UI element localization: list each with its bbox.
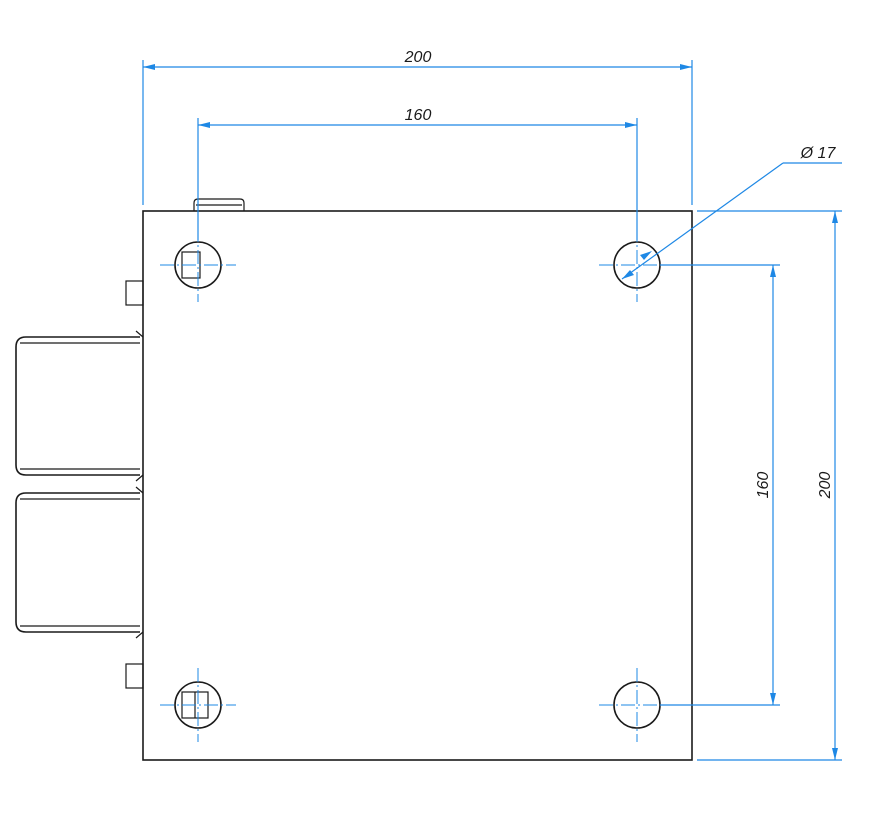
dimension-hole-diameter-label: Ø 17 (800, 145, 837, 162)
left-tab-lower (125, 663, 144, 689)
left-connector-lower (15, 486, 144, 639)
mounting-hole-bottom-left (160, 668, 236, 742)
left-tab-upper (125, 280, 144, 306)
dimension-hole-spacing-vertical-label: 160 (755, 472, 772, 499)
dimension-hole-diameter: Ø 17 (621, 145, 842, 280)
dimension-hole-spacing-vertical: 160 (660, 264, 780, 706)
dimension-overall-height-label: 200 (817, 472, 834, 500)
base-plate (142, 210, 693, 761)
mounting-hole-top-left (160, 228, 236, 302)
dimension-hole-spacing-horizontal-label: 160 (405, 107, 432, 124)
top-tab (193, 198, 245, 211)
dimension-overall-height: 200 (697, 210, 842, 761)
dimension-overall-width: 200 (142, 49, 693, 205)
left-connector-upper (15, 330, 144, 482)
dimension-hole-spacing-horizontal: 160 (197, 107, 638, 240)
dimension-overall-width-label: 200 (404, 49, 432, 66)
